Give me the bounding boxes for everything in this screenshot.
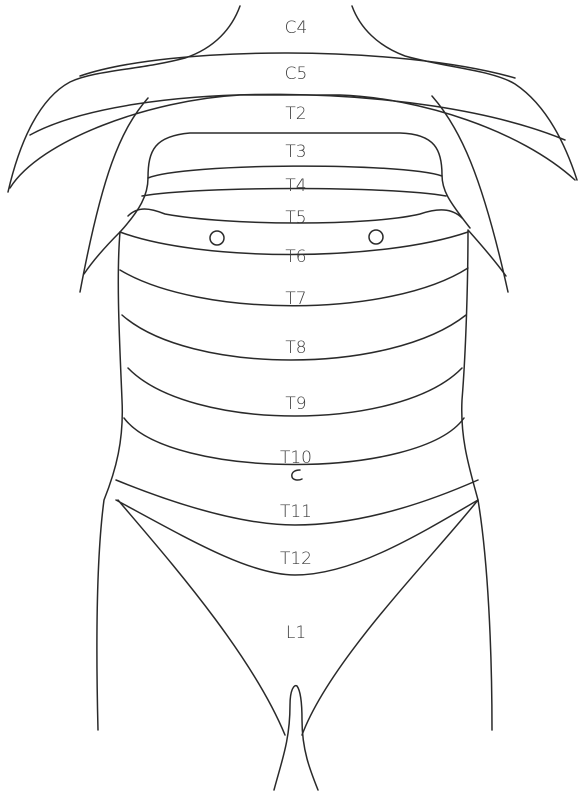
label-t3: T3	[285, 142, 306, 162]
label-t9: T9	[285, 394, 306, 414]
right-torso-edge	[462, 230, 506, 730]
label-t11: T11	[280, 502, 312, 522]
label-t2: T2	[285, 104, 306, 124]
label-t8: T8	[285, 338, 306, 358]
label-l1: L1	[286, 623, 306, 643]
groin-right	[302, 500, 478, 735]
groin-left	[118, 500, 285, 735]
umbilicus	[292, 470, 302, 480]
dermatome-boundaries	[10, 53, 575, 790]
dermatome-labels: C4 C5 T2 T3 T4 T5 T6 T7 T8 T9 T10 T11 T1…	[280, 18, 312, 643]
right-nipple	[369, 230, 383, 244]
pubic-center	[274, 686, 318, 790]
label-t5: T5	[285, 208, 306, 228]
left-nipple	[210, 231, 224, 245]
boundary-t3-shoulder-left	[120, 178, 148, 232]
label-t6: T6	[285, 247, 306, 267]
label-t4: T4	[285, 176, 306, 196]
neck-right-edge	[352, 6, 577, 180]
label-c5: C5	[285, 64, 308, 84]
left-arm-inner-edge	[80, 98, 148, 292]
label-c4: C4	[285, 18, 308, 38]
label-t7: T7	[285, 289, 306, 309]
label-t10: T10	[280, 448, 312, 468]
label-t12: T12	[280, 549, 312, 569]
